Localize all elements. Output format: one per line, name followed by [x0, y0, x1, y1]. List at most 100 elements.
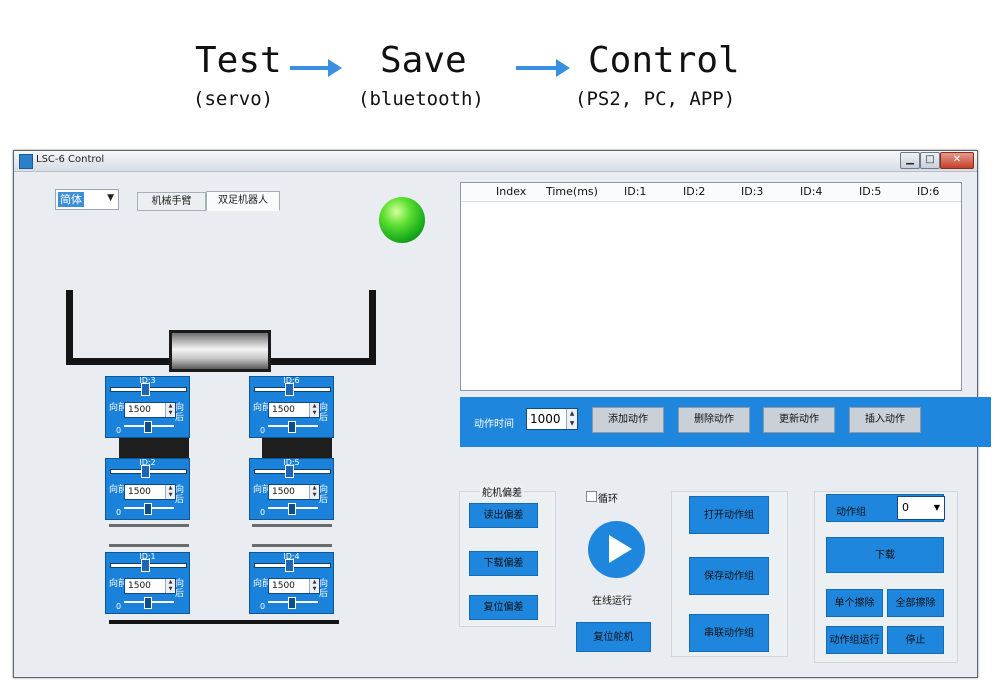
reset-servo-button[interactable]: 复位舵机: [576, 622, 651, 652]
servo-forward-label: 向前: [109, 579, 128, 589]
download-offset-button[interactable]: 下载偏差: [469, 551, 538, 576]
column-header[interactable]: ID:4: [800, 185, 823, 198]
servo-value: 1500: [272, 405, 295, 415]
arrow-right-icon: [290, 59, 342, 77]
servo-id-label: ID:3: [139, 376, 156, 385]
tab-biped-robot[interactable]: 双足机器人: [206, 191, 280, 211]
online-run-label: 在线运行: [592, 596, 632, 607]
servo-backward-label: 向后: [319, 403, 329, 423]
add-action-button[interactable]: 添加动作: [592, 407, 664, 433]
app-window: LSC-6 Control ▁ □ ✕ 简体 ▼ 机械手臂 双足机器人 ID:3…: [13, 150, 991, 678]
servo-control-id4: ID:4 向前 向后 1500▲▼ 0: [249, 552, 334, 614]
servo-value-input[interactable]: 1500▲▼: [124, 578, 176, 594]
column-header[interactable]: ID:5: [859, 185, 882, 198]
spinner-arrows-icon[interactable]: ▲▼: [165, 485, 175, 499]
delete-action-button[interactable]: 删除动作: [678, 407, 750, 433]
robot-feet: [109, 620, 339, 624]
robot-joint: [262, 438, 332, 458]
servo-offset-title: 舵机偏差: [480, 484, 524, 499]
servo-control-id5: ID:5 向前 向后 1500▲▼ 0: [249, 458, 334, 520]
spinner-arrows-icon[interactable]: ▲▼: [309, 579, 319, 593]
download-button[interactable]: 下载: [826, 537, 944, 573]
spinner-arrows-icon[interactable]: ▲▼: [309, 485, 319, 499]
chain-action-group-button[interactable]: 串联动作组: [689, 614, 769, 652]
servo-fine-thumb[interactable]: [288, 421, 296, 433]
flow-title-test: Test: [195, 40, 282, 81]
servo-slider-thumb[interactable]: [141, 559, 150, 572]
servo-value-input[interactable]: 1500 ▲▼: [124, 484, 176, 500]
spinner-arrows-icon[interactable]: ▲▼: [165, 403, 175, 417]
robot-frame-right-post: [369, 290, 376, 365]
servo-slider-thumb[interactable]: [141, 465, 150, 478]
play-icon: [609, 535, 632, 563]
robot-leg-link: [109, 544, 189, 547]
app-icon: [19, 154, 33, 169]
action-table[interactable]: Index Time(ms) ID:1 ID:2 ID:3 ID:4 ID:5 …: [460, 182, 962, 391]
column-header[interactable]: ID:3: [741, 185, 764, 198]
servo-id-label: ID:6: [283, 376, 300, 385]
column-header[interactable]: Time(ms): [546, 185, 598, 198]
servo-value-input[interactable]: 1500 ▲▼: [268, 402, 320, 418]
column-header[interactable]: ID:6: [917, 185, 940, 198]
minimize-button[interactable]: ▁: [900, 152, 920, 169]
reset-offset-button[interactable]: 复位偏差: [469, 595, 538, 620]
language-select[interactable]: 简体 ▼: [55, 189, 119, 210]
servo-forward-label: 向前: [253, 579, 272, 589]
servo-min-label: 0: [116, 426, 122, 435]
title-bar[interactable]: LSC-6 Control ▁ □ ✕: [14, 151, 977, 172]
spinner-arrows-icon[interactable]: ▲▼: [309, 403, 319, 417]
servo-fine-thumb[interactable]: [144, 503, 152, 515]
open-action-group-button[interactable]: 打开动作组: [689, 496, 769, 534]
play-button[interactable]: [588, 521, 645, 578]
status-led: [379, 197, 425, 243]
servo-forward-label: 向前: [253, 485, 272, 495]
robot-leg-link: [252, 524, 332, 527]
servo-slider-thumb[interactable]: [285, 559, 294, 572]
erase-single-button[interactable]: 单个擦除: [826, 589, 883, 617]
servo-value: 1500: [128, 405, 151, 415]
insert-action-button[interactable]: 插入动作: [849, 407, 921, 433]
servo-value-input[interactable]: 1500 ▲▼: [124, 402, 176, 418]
duration-input[interactable]: 1000▲▼: [526, 408, 578, 430]
servo-forward-label: 向前: [109, 485, 128, 495]
column-header[interactable]: ID:1: [624, 185, 647, 198]
column-header[interactable]: Index: [496, 185, 527, 198]
spinner-arrows-icon[interactable]: ▲▼: [566, 409, 577, 429]
tab-robot-arm[interactable]: 机械手臂: [137, 192, 206, 211]
close-button[interactable]: ✕: [940, 152, 974, 169]
flow-title-save: Save: [380, 40, 467, 81]
servo-slider-thumb[interactable]: [285, 383, 294, 396]
servo-value: 1500: [272, 581, 295, 591]
flow-subtitle-save: (bluetooth): [358, 88, 484, 110]
servo-slider-thumb[interactable]: [141, 383, 150, 396]
servo-min-label: 0: [260, 508, 266, 517]
column-header[interactable]: ID:2: [683, 185, 706, 198]
loop-label: 循环: [598, 494, 618, 505]
action-group-label: 动作组: [836, 507, 866, 518]
erase-all-button[interactable]: 全部擦除: [887, 589, 944, 617]
action-group-select[interactable]: 0▼: [897, 496, 945, 520]
servo-min-label: 0: [116, 602, 122, 611]
servo-id-label: ID:4: [283, 552, 300, 561]
maximize-button[interactable]: □: [920, 152, 940, 169]
servo-id-label: ID:2: [139, 458, 156, 467]
flow-subtitle-test: (servo): [193, 88, 274, 110]
spinner-arrows-icon[interactable]: ▲▼: [165, 579, 175, 593]
servo-fine-thumb[interactable]: [288, 503, 296, 515]
servo-backward-label: 向后: [175, 579, 185, 599]
update-action-button[interactable]: 更新动作: [763, 407, 835, 433]
servo-fine-thumb[interactable]: [288, 597, 296, 609]
servo-fine-thumb[interactable]: [144, 597, 152, 609]
servo-value: 1500: [128, 487, 151, 497]
servo-fine-thumb[interactable]: [144, 421, 152, 433]
run-action-group-button[interactable]: 动作组运行: [826, 626, 883, 654]
robot-leg-link: [252, 544, 332, 547]
servo-slider-thumb[interactable]: [285, 465, 294, 478]
servo-value-input[interactable]: 1500▲▼: [268, 484, 320, 500]
read-offset-button[interactable]: 读出偏差: [469, 503, 538, 528]
loop-checkbox[interactable]: [586, 491, 597, 502]
stop-button[interactable]: 停止: [887, 626, 944, 654]
servo-value-input[interactable]: 1500 ▲▼: [268, 578, 320, 594]
chevron-down-icon: ▼: [107, 193, 114, 203]
save-action-group-button[interactable]: 保存动作组: [689, 557, 769, 595]
